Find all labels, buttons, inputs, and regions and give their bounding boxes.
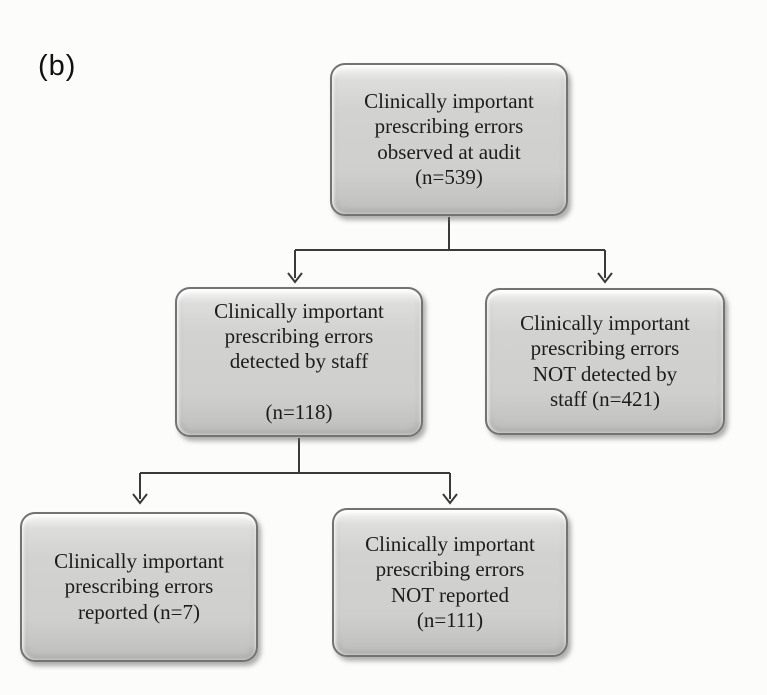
flowchart-node-not-reported: Clinically important prescribing errors … <box>332 508 568 657</box>
node-text: Clinically important prescribing errors … <box>365 532 535 632</box>
flowchart-node-observed-at-audit: Clinically important prescribing errors … <box>330 63 568 216</box>
arrowhead-detected-icon <box>287 272 303 284</box>
flowchart-node-not-detected-by-staff: Clinically important prescribing errors … <box>485 288 725 435</box>
flowchart-node-reported: Clinically important prescribing errors … <box>20 512 258 662</box>
node-text: Clinically important prescribing errors … <box>520 311 690 411</box>
node-text: Clinically important prescribing errors … <box>214 299 384 424</box>
node-text: Clinically important prescribing errors … <box>54 549 224 624</box>
node-text: Clinically important prescribing errors … <box>364 89 534 189</box>
arrowhead-not-detected-icon <box>597 272 613 284</box>
flowchart-node-detected-by-staff: Clinically important prescribing errors … <box>175 287 423 437</box>
arrowhead-reported-icon <box>132 493 148 505</box>
figure-panel-label: (b) <box>38 50 77 82</box>
arrowhead-not-reported-icon <box>442 493 458 505</box>
